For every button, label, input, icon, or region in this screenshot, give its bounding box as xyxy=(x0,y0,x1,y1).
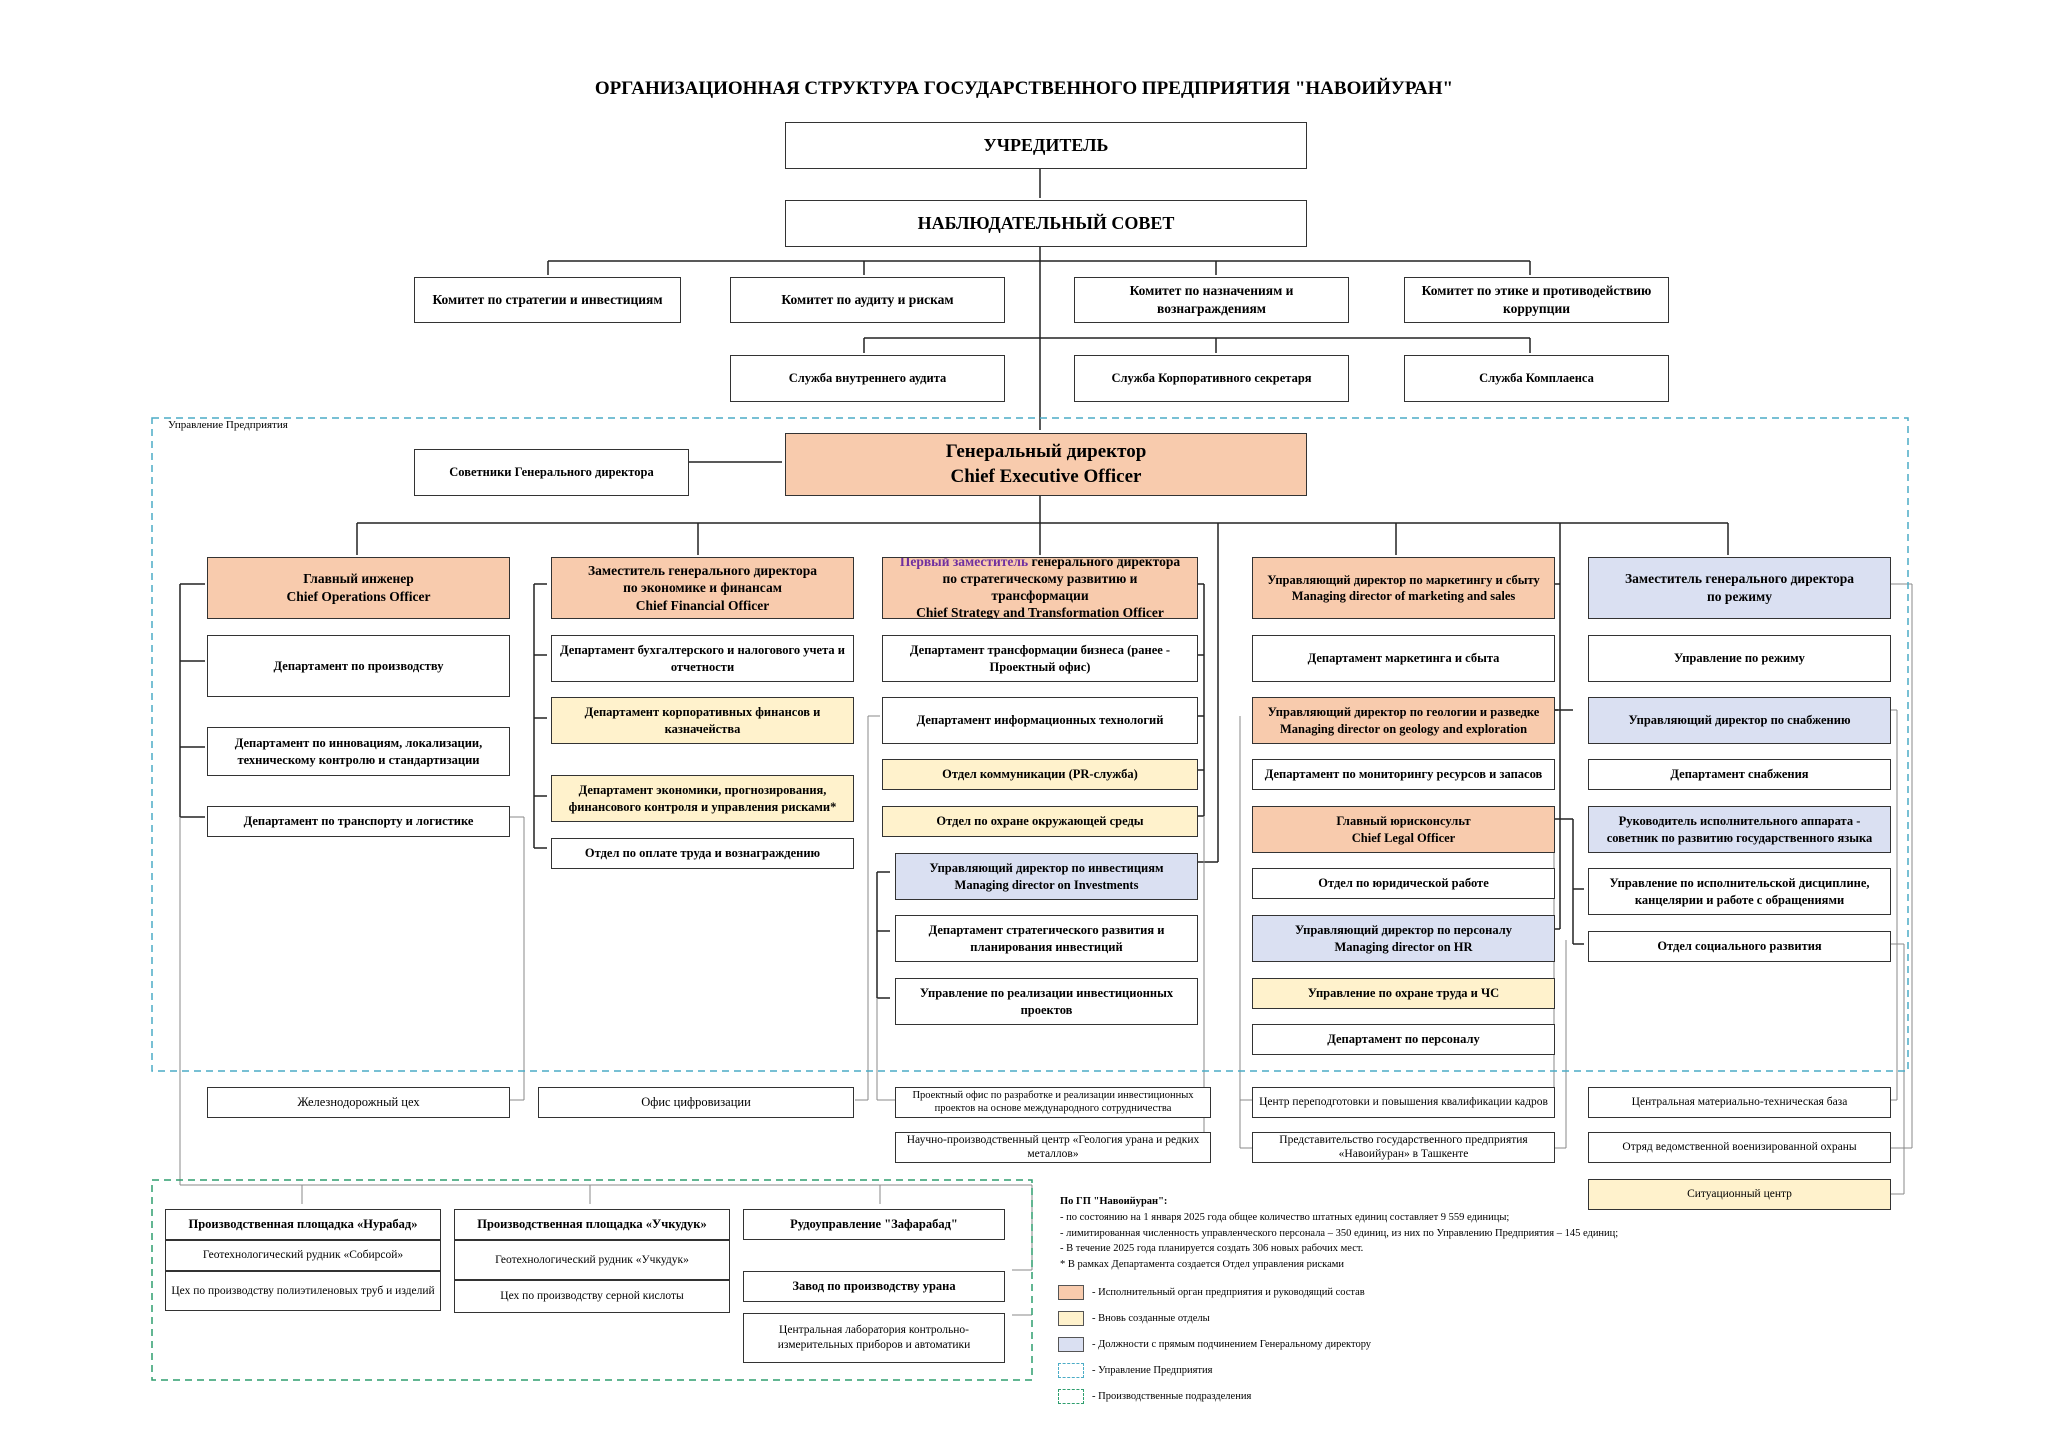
col4-outside: Центр переподготовки и повышения квалифи… xyxy=(1252,1087,1555,1118)
col5-outside: Ситуационный центр xyxy=(1588,1179,1891,1210)
legend-swatch-direct xyxy=(1058,1336,1084,1352)
col1-item: Департамент по производству xyxy=(207,635,510,697)
col3-item: Департамент информационных технологий xyxy=(882,697,1198,744)
col2-item: Департамент корпоративных финансов и каз… xyxy=(551,697,854,744)
nurabad-item: Геотехнологический рудник «Собирсой» xyxy=(165,1240,441,1271)
zafarabad-head: Рудоуправление "Зафарабад" xyxy=(743,1209,1005,1240)
uchkuduk-item: Цех по производству серной кислоты xyxy=(454,1280,730,1313)
uchkuduk-item: Геотехнологический рудник «Учкудук» xyxy=(454,1240,730,1280)
col5-item: Департамент снабжения xyxy=(1588,759,1891,790)
zafarabad-item: Центральная лаборатория контрольно-измер… xyxy=(743,1313,1005,1363)
col4-outside: Представительство государственного предп… xyxy=(1252,1132,1555,1163)
legend-new: - Вновь созданные отделы xyxy=(1058,1309,1210,1327)
col2-item: Отдел по оплате труда и вознаграждению xyxy=(551,838,854,869)
legend-swatch-mgmt-zone xyxy=(1058,1362,1084,1378)
notes-heading: По ГП "Навоийуран": xyxy=(1060,1196,1168,1207)
supply-head: Управляющий директор по снабжению xyxy=(1588,697,1891,744)
zafarabad-item: Завод по производству урана xyxy=(743,1271,1005,1302)
founder-box: УЧРЕДИТЕЛЬ xyxy=(785,122,1307,169)
legend-direct: - Должности с прямым подчинением Генерал… xyxy=(1058,1335,1371,1353)
committee-audit: Комитет по аудиту и рискам xyxy=(730,277,1005,323)
legend-prod-zone: - Производственные подразделения xyxy=(1058,1387,1251,1405)
col5-outside: Центральная материально-техническая база xyxy=(1588,1087,1891,1118)
geology-head: Управляющий директор по геологии и разве… xyxy=(1252,697,1555,744)
ceo-advisors: Советники Генерального директора xyxy=(414,449,689,496)
committee-strategy: Комитет по стратегии и инвестициям xyxy=(414,277,681,323)
cmo-head: Управляющий директор по маркетингу и сбы… xyxy=(1252,557,1555,619)
legend-mgmt-zone: - Управление Предприятия xyxy=(1058,1361,1212,1379)
uchkuduk-head: Производственная площадка «Учкудук» xyxy=(454,1209,730,1240)
notes-line: - по состоянию на 1 января 2025 года общ… xyxy=(1060,1211,1510,1223)
service-corporate-secretary: Служба Корпоративного секретаря xyxy=(1074,355,1349,402)
col3-item: Департамент трансформации бизнеса (ранее… xyxy=(882,635,1198,682)
nurabad-head: Производственная площадка «Нурабад» xyxy=(165,1209,441,1240)
col3-inv-item: Управление по реализации инвестиционных … xyxy=(895,978,1198,1025)
col4-item: Управление по охране труда и ЧС xyxy=(1252,978,1555,1009)
col4-item: Департамент по мониторингу ресурсов и за… xyxy=(1252,759,1555,790)
notes-line: - лимитированная численность управленчес… xyxy=(1060,1227,1619,1239)
col4-item: Департамент маркетинга и сбыта xyxy=(1252,635,1555,682)
col2-outside: Офис цифровизации xyxy=(538,1087,854,1118)
notes-line: * В рамках Департамента создается Отдел … xyxy=(1060,1259,1345,1270)
page-title: ОРГАНИЗАЦИОННАЯ СТРУКТУРА ГОСУДАРСТВЕННО… xyxy=(594,78,1454,99)
legend-swatch-prod-zone xyxy=(1058,1388,1084,1404)
committee-ethics: Комитет по этике и противодействию корру… xyxy=(1404,277,1669,323)
legend-swatch-exec xyxy=(1058,1284,1084,1300)
col1-item: Департамент по инновациям, локализации, … xyxy=(207,727,510,776)
col4-item: Департамент по персоналу xyxy=(1252,1024,1555,1055)
col3-outside: Проектный офис по разработке и реализаци… xyxy=(895,1087,1211,1118)
legend-exec: - Исполнительный орган предприятия и рук… xyxy=(1058,1283,1365,1301)
legend-swatch-new xyxy=(1058,1310,1084,1326)
col2-item: Департамент бухгалтерского и налогового … xyxy=(551,635,854,682)
col3-item: Отдел по охране окружающей среды xyxy=(882,806,1198,837)
service-internal-audit: Служба внутреннего аудита xyxy=(730,355,1005,402)
notes: По ГП "Навоийуран": - по состоянию на 1 … xyxy=(1060,1194,1618,1273)
cso-head: Первый заместитель генерального директор… xyxy=(882,557,1198,619)
col5-item: Управление по исполнительской дисциплине… xyxy=(1588,868,1891,915)
service-compliance: Служба Комплаенса xyxy=(1404,355,1669,402)
mgmt-zone-label: Управление Предприятия xyxy=(168,419,288,431)
col5-item: Отдел социального развития xyxy=(1588,931,1891,962)
col5-outside: Отряд ведомственной военизированной охра… xyxy=(1588,1132,1891,1163)
col3-outside: Научно-производственный центр «Геология … xyxy=(895,1132,1211,1163)
committee-appointments: Комитет по назначениям и вознаграждениям xyxy=(1074,277,1349,323)
board-box: НАБЛЮДАТЕЛЬНЫЙ СОВЕТ xyxy=(785,200,1307,247)
col2-item: Департамент экономики, прогнозирования, … xyxy=(551,775,854,822)
apparatus-head: Руководитель исполнительного аппарата -с… xyxy=(1588,806,1891,853)
mgmt-zone-border xyxy=(151,417,1909,1072)
col4-item: Отдел по юридической работе xyxy=(1252,868,1555,899)
notes-line: - В течение 2025 года планируется создат… xyxy=(1060,1243,1364,1255)
col3-inv-item: Департамент стратегического развития и п… xyxy=(895,915,1198,962)
col1-outside: Железнодорожный цех xyxy=(207,1087,510,1118)
col1-item: Департамент по транспорту и логистике xyxy=(207,806,510,837)
nurabad-item: Цех по производству полиэтиленовых труб … xyxy=(165,1271,441,1311)
col5-item: Управление по режиму xyxy=(1588,635,1891,682)
col3-item: Отдел коммуникации (PR-служба) xyxy=(882,759,1198,790)
